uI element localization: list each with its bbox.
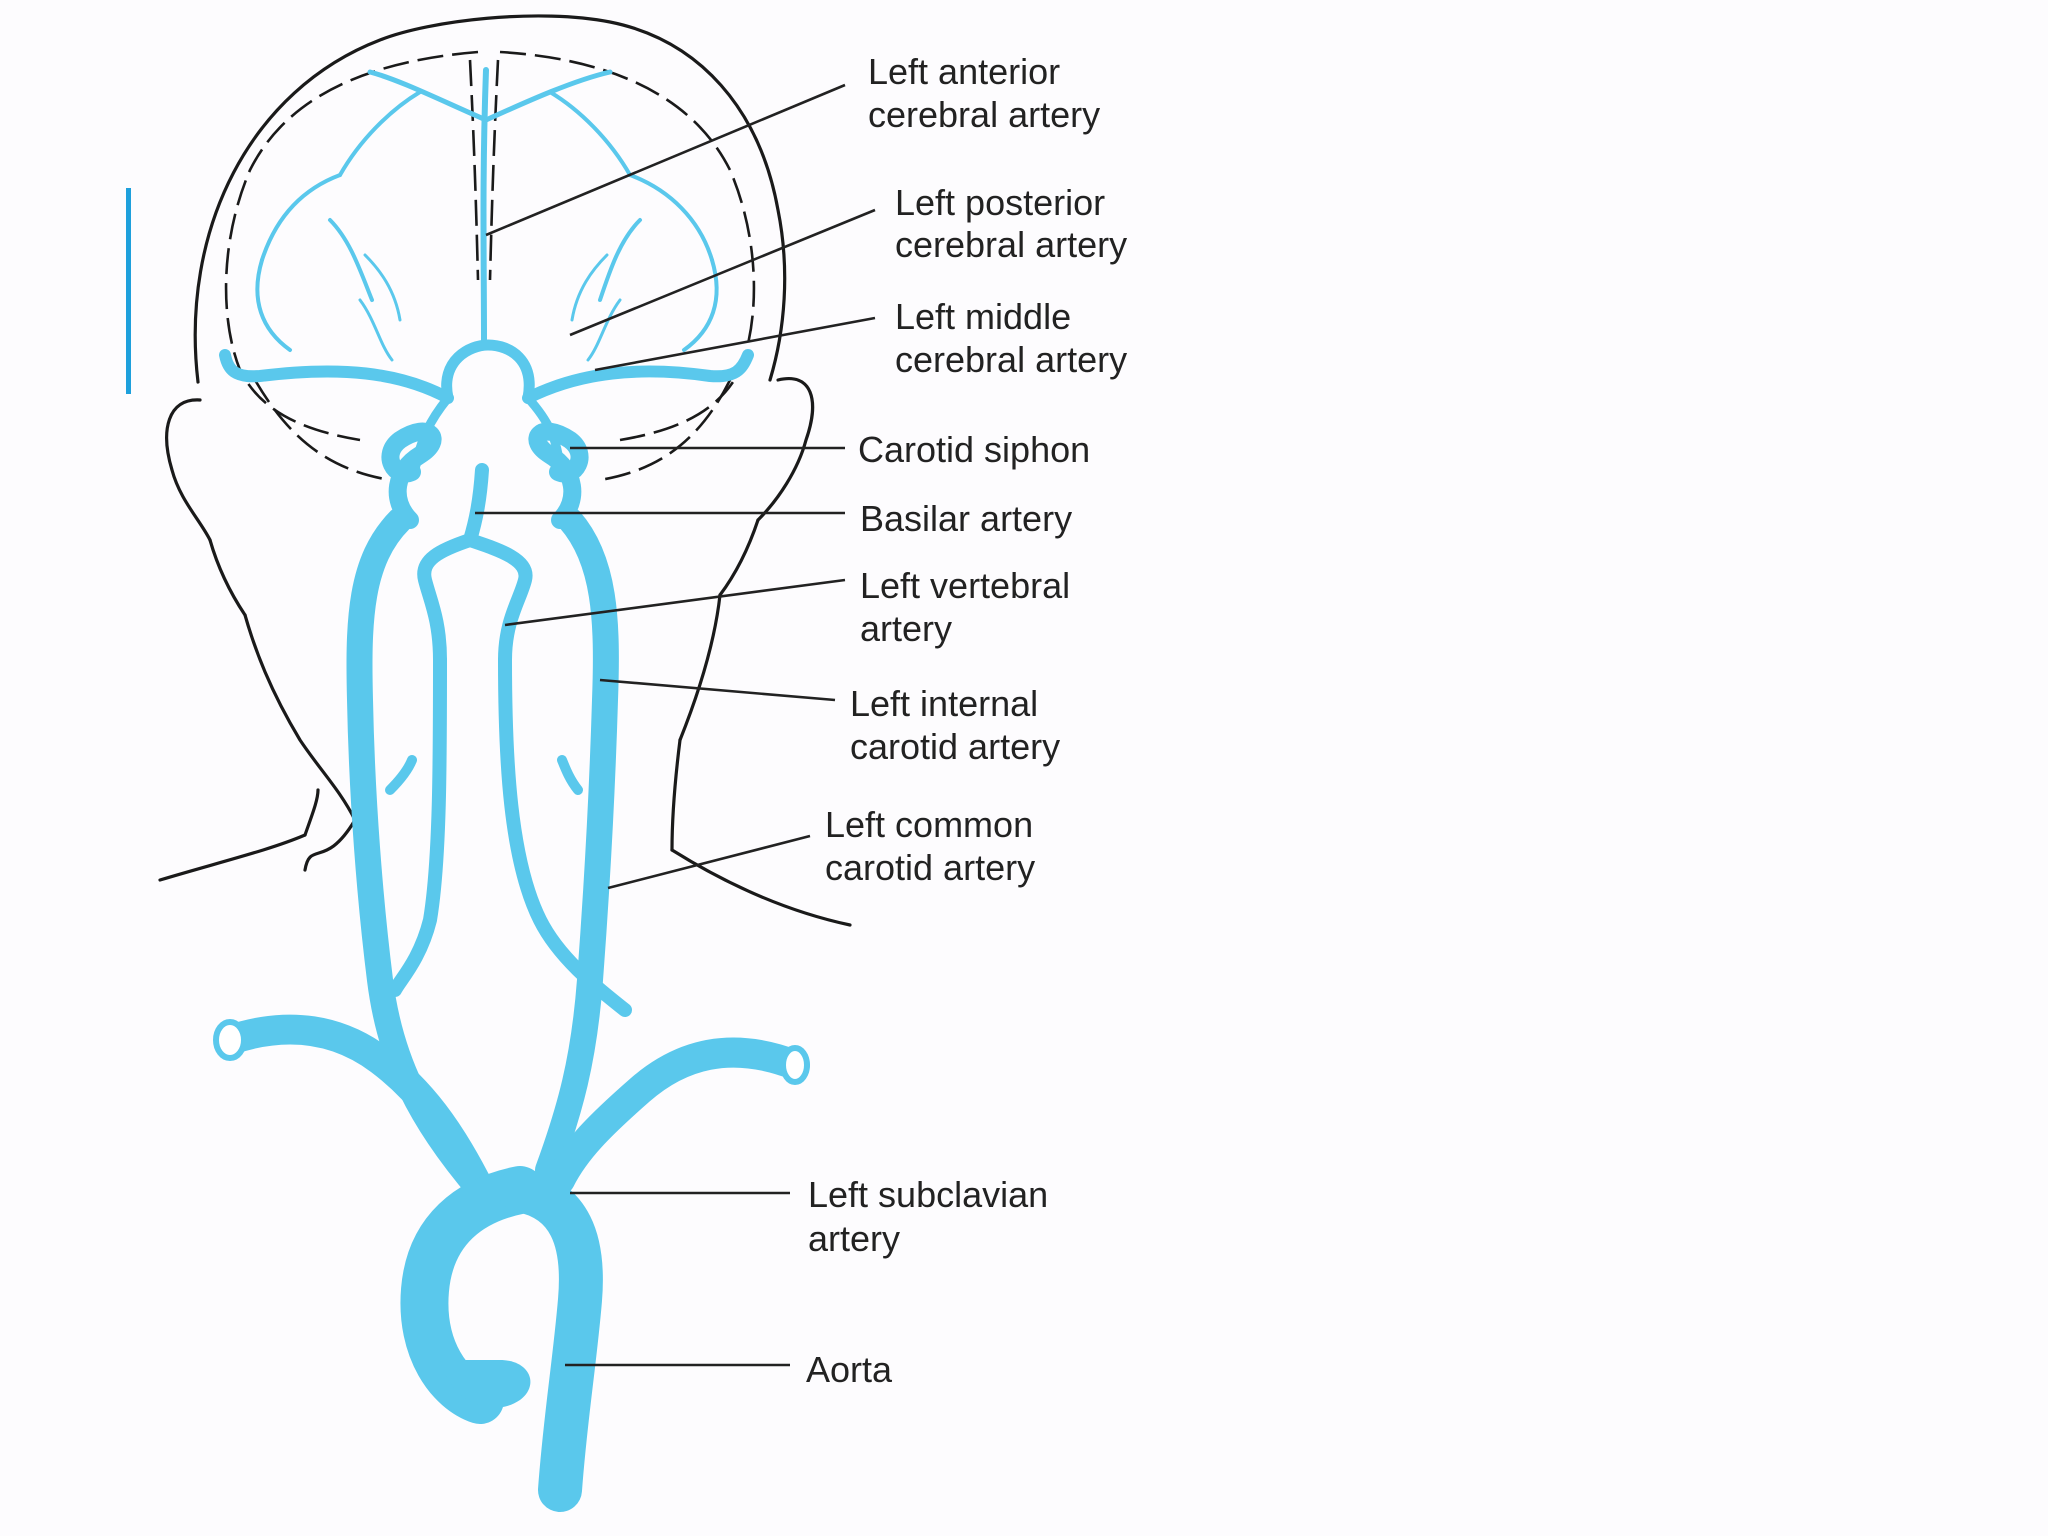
- circle-of-willis: [219, 339, 754, 475]
- label-aorta: Aorta: [806, 1349, 893, 1390]
- label-left-middle-cerebral-artery: Left middle cerebral artery: [895, 296, 1127, 380]
- label-left-anterior-cerebral-artery: Left anterior cerebral artery: [868, 51, 1100, 135]
- aortic-arch: [400, 1166, 603, 1512]
- subclavian-arteries: [213, 1014, 810, 1205]
- label-left-posterior-cerebral-artery: Left posterior cerebral artery: [895, 182, 1127, 265]
- label-basilar-artery: Basilar artery: [860, 498, 1072, 539]
- label-left-subclavian-artery: Left subclavian artery: [808, 1174, 1058, 1259]
- label-left-common-carotid-artery: Left common carotid artery: [825, 804, 1043, 888]
- label-left-internal-carotid-artery: Left internal carotid artery: [850, 683, 1060, 767]
- leader-middle-cerebral: [594, 316, 876, 372]
- cerebral-vessel-branches: [255, 67, 719, 362]
- leader-posterior-cerebral: [569, 208, 876, 337]
- label-left-vertebral-artery: Left vertebral artery: [860, 565, 1080, 649]
- leader-internal-carotid: [599, 678, 836, 702]
- leader-anterior-cerebral: [485, 83, 846, 237]
- label-carotid-siphon: Carotid siphon: [858, 429, 1090, 470]
- brain-outline: [224, 50, 756, 482]
- leader-common-carotid: [607, 834, 811, 890]
- leader-vertebral: [504, 578, 846, 627]
- leader-lines: [475, 83, 876, 1367]
- carotid-siphons: [381, 422, 589, 529]
- labels: Left anterior cerebral artery Left poste…: [806, 51, 1127, 1390]
- slide-accent-bar: [126, 188, 131, 394]
- head-outline: [158, 14, 852, 927]
